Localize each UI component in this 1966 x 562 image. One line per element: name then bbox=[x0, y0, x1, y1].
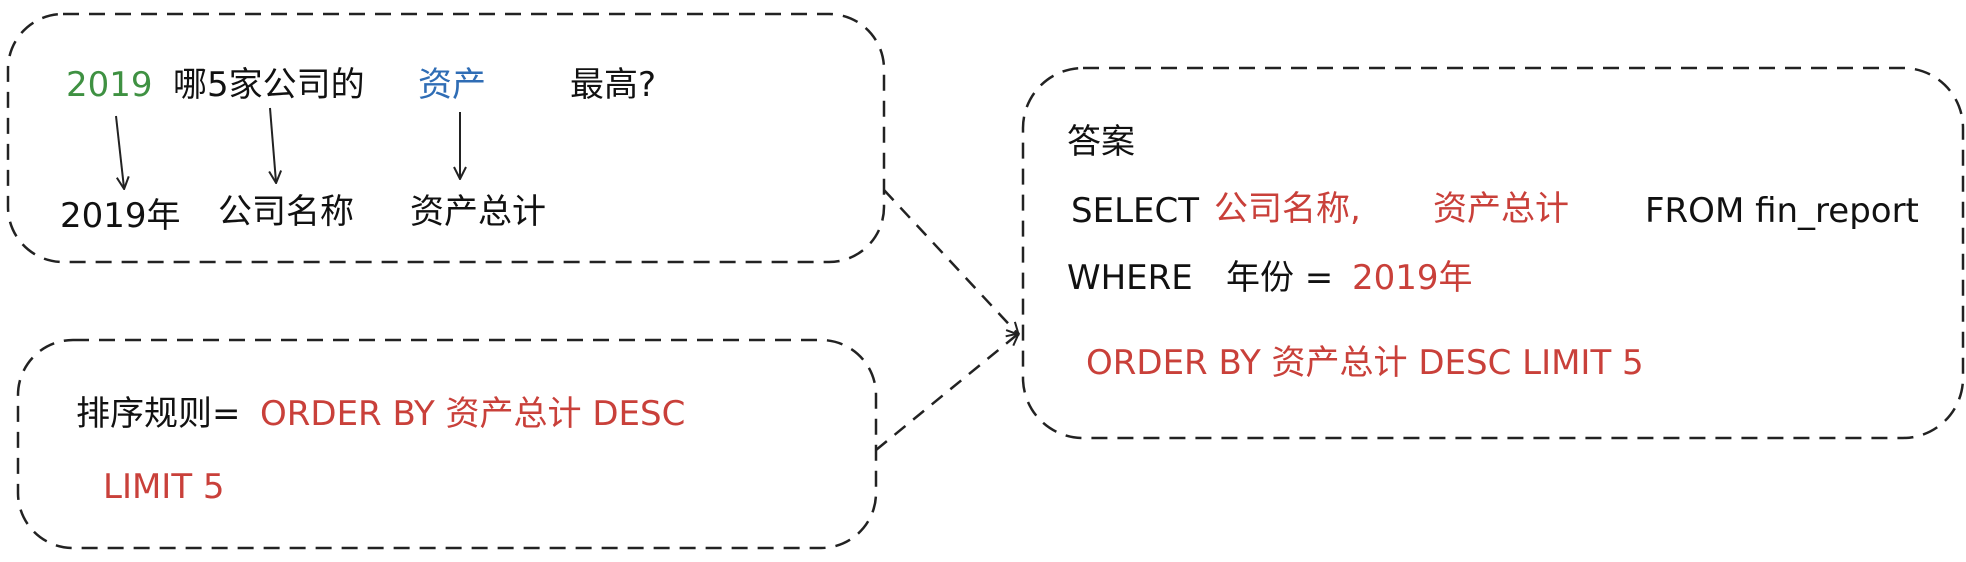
mapping-year: 2019年 bbox=[60, 196, 181, 236]
question-box bbox=[6, 12, 886, 264]
sql-order-clause: ORDER BY 资产总计 DESC LIMIT 5 bbox=[1086, 343, 1644, 383]
sort-rule-to-answer-arrow bbox=[875, 334, 1018, 451]
answer-box bbox=[1021, 66, 1965, 440]
question-to-answer-arrow bbox=[883, 189, 1018, 334]
sql-column-company: 公司名称, bbox=[1214, 189, 1361, 229]
question-text-b: 最高? bbox=[570, 65, 657, 105]
question-text-a: 哪5家公司的 bbox=[173, 65, 365, 105]
sql-where-field: 年份 = bbox=[1226, 258, 1334, 298]
sql-where-keyword: WHERE bbox=[1067, 258, 1193, 298]
sort-rule-label: 排序规则= bbox=[76, 394, 241, 434]
sort-rule-line2: LIMIT 5 bbox=[103, 467, 225, 507]
sort-rule-line1: ORDER BY 资产总计 DESC bbox=[260, 394, 686, 434]
question-metric: 资产 bbox=[418, 65, 486, 105]
mapping-metric: 资产总计 bbox=[410, 192, 546, 232]
sql-from-clause: FROM fin_report bbox=[1645, 191, 1919, 231]
mapping-company: 公司名称 bbox=[218, 192, 354, 232]
question-year: 2019 bbox=[66, 65, 153, 105]
sql-select-keyword: SELECT bbox=[1071, 191, 1199, 231]
sql-where-value: 2019年 bbox=[1352, 258, 1473, 298]
sort-rule-box bbox=[16, 338, 878, 550]
sql-column-assets: 资产总计 bbox=[1433, 189, 1569, 229]
answer-title: 答案 bbox=[1067, 122, 1135, 162]
year-mapping-arrow bbox=[115, 115, 124, 188]
company-mapping-arrow bbox=[270, 107, 276, 182]
